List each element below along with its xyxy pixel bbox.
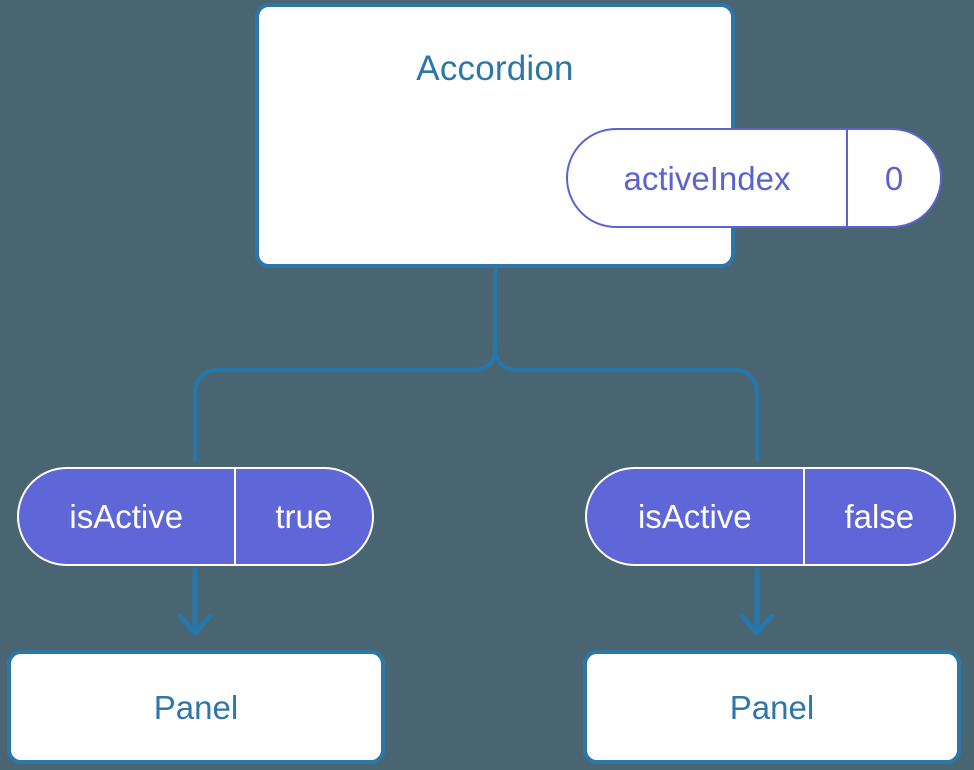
state-pill-value: 0 (846, 130, 940, 226)
arrow-right (739, 567, 775, 636)
accordion-title: Accordion (416, 49, 574, 88)
panel-label-left: Panel (153, 688, 239, 726)
prop-pill-value-left: true (233, 469, 372, 564)
state-pill-active-index[interactable]: activeIndex 0 (566, 128, 942, 228)
prop-pill-is-active-left[interactable]: isActive true (17, 467, 374, 566)
connector-branch-right (493, 345, 759, 462)
prop-pill-key-right: isActive (637, 498, 752, 535)
arrow-left (177, 567, 213, 636)
prop-pill-is-active-right[interactable]: isActive false (585, 467, 956, 566)
state-pill-key: activeIndex (623, 159, 791, 197)
prop-pill-value-right: false (802, 469, 954, 564)
panel-card-left[interactable]: Panel (7, 650, 385, 764)
accordion-card[interactable]: Accordion activeIndex 0 (255, 3, 942, 268)
panel-card-right[interactable]: Panel (583, 650, 961, 764)
panel-label-right: Panel (729, 688, 815, 726)
connector-branch-left (193, 345, 497, 462)
prop-pill-key-left: isActive (69, 498, 184, 535)
